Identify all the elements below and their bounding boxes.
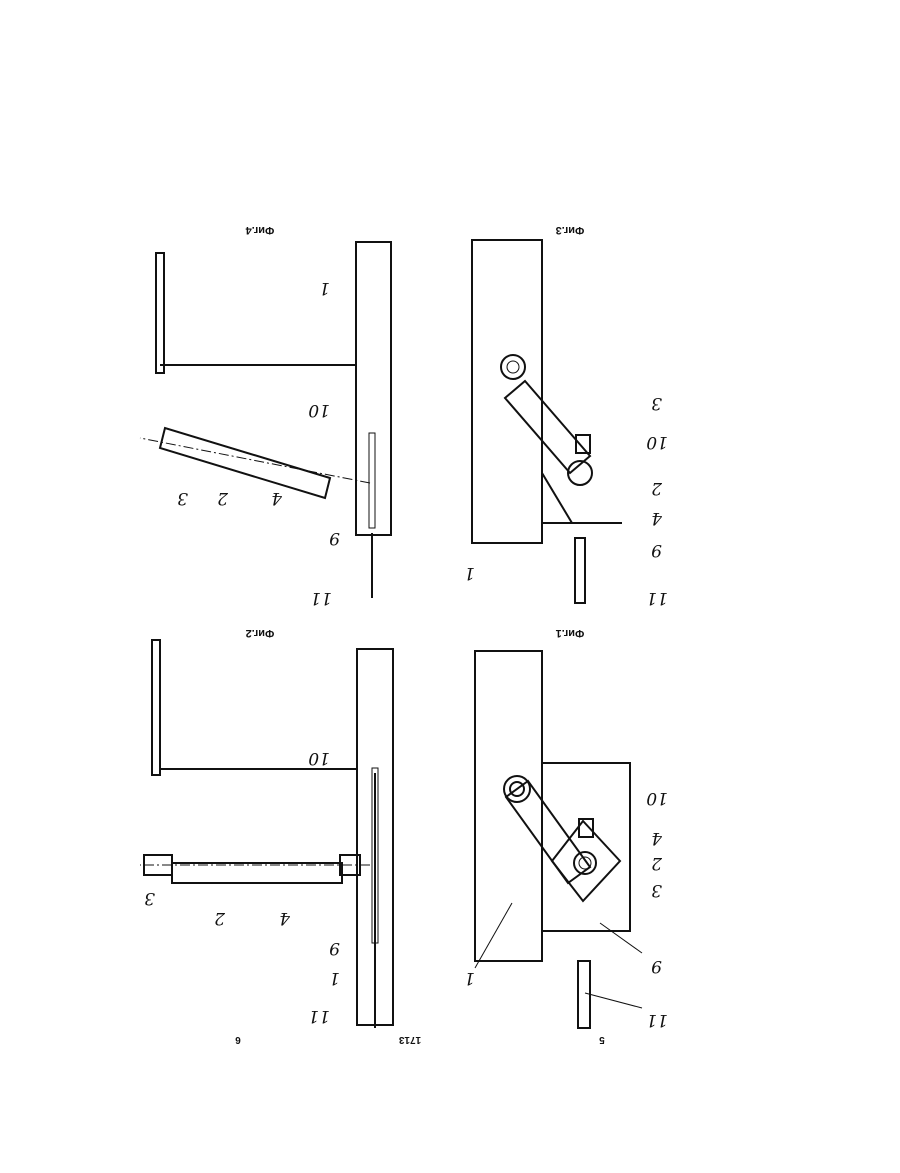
- fig1-leader-1: [475, 903, 512, 968]
- fig2-label-1: 1: [329, 968, 340, 988]
- fig4-post: [156, 253, 164, 373]
- fig4-sheet: [369, 433, 375, 528]
- fig4-label-3: 3: [177, 488, 188, 508]
- fig3-shaft: [575, 538, 585, 603]
- fig1-label-3: 3: [651, 880, 662, 900]
- page-number-6: 6: [235, 1034, 241, 1045]
- fig3-bracket: [542, 473, 622, 523]
- fig4-caption: Фиг.4: [245, 224, 275, 236]
- figure-3: Фиг.3 1 2 3 4 9 10 11: [464, 224, 668, 608]
- fig4-cylinder: [160, 428, 330, 498]
- fig3-label-1: 1: [464, 563, 475, 583]
- fig4-label-1: 1: [319, 278, 330, 298]
- fig3-caption: Фиг.3: [556, 224, 585, 236]
- page-number-5: 5: [599, 1034, 605, 1045]
- fig4-label-11: 11: [310, 588, 332, 608]
- fig1-shaft: [578, 961, 590, 1028]
- fig1-label-2: 2: [651, 853, 663, 873]
- fig3-wall-plate: [472, 240, 542, 543]
- fig3-label-3: 3: [651, 393, 662, 413]
- fig4-label-4: 4: [271, 488, 283, 508]
- fig4-wall-plate: [356, 242, 391, 535]
- fig3-pivot-inner: [507, 361, 519, 373]
- fig1-bracket-plate: [542, 763, 630, 931]
- figure-2: 1 2 3 4 9 10 11 Фиг.2: [140, 627, 393, 1028]
- fig3-label-9: 9: [651, 540, 662, 560]
- fig2-label-4: 4: [279, 908, 291, 928]
- fig2-post: [152, 640, 160, 775]
- figure-4: Фиг.4 1 2 3 4 9 10 11: [140, 224, 391, 608]
- fig4-label-9: 9: [329, 528, 340, 548]
- fig3-label-10: 10: [646, 432, 668, 452]
- fig2-label-3: 3: [144, 888, 155, 908]
- fig2-label-10: 10: [308, 748, 330, 768]
- fig3-label-2: 2: [651, 478, 663, 498]
- fig2-label-9: 9: [329, 938, 340, 958]
- fig1-label-1: 1: [464, 968, 475, 988]
- fig3-clamp: [576, 435, 590, 453]
- fig3-arm: [505, 381, 590, 473]
- fig1-leader-11: [585, 993, 642, 1008]
- fig3-label-11: 11: [646, 588, 668, 608]
- fig2-label-11: 11: [308, 1006, 330, 1026]
- page-number-center: 1713: [398, 1034, 421, 1045]
- fig4-label-10: 10: [308, 400, 330, 420]
- fig1-label-11: 11: [646, 1010, 668, 1030]
- fig1-clamp: [579, 819, 593, 837]
- figure-1: 1 2 3 4 9 10 11 Фиг.1: [464, 627, 668, 1030]
- fig1-leader-9: [600, 923, 642, 953]
- fig1-wall-plate: [475, 651, 542, 961]
- fig1-label-10: 10: [646, 788, 668, 808]
- fig4-label-2: 2: [217, 488, 229, 508]
- fig1-label-9: 9: [651, 956, 662, 976]
- fig1-label-4: 4: [651, 828, 663, 848]
- fig3-pivot-outer: [501, 355, 525, 379]
- fig1-caption: Фиг.1: [556, 627, 585, 639]
- fig2-caption: Фиг.2: [246, 627, 275, 639]
- fig2-cylinder: [172, 863, 342, 883]
- fig3-label-4: 4: [651, 508, 663, 528]
- fig2-label-2: 2: [214, 908, 226, 928]
